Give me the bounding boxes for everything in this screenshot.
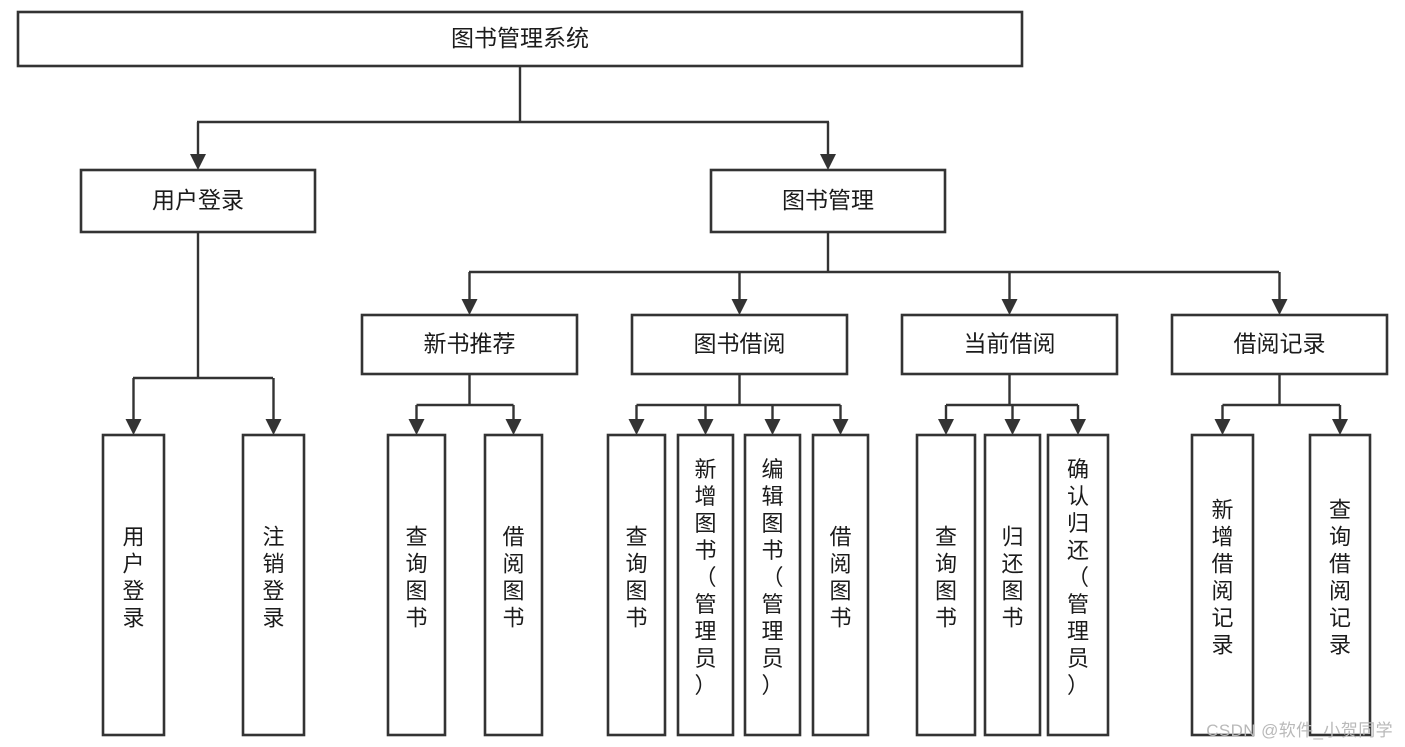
node-leaf-query-book-1[interactable]: 查询图书 [386,433,447,737]
node-leaf-user-login-box [101,433,166,737]
edge-leaf-query-book-2-arrowhead [628,419,645,435]
node-root-system-label: 图书管理系统 [451,25,589,51]
node-leaf-query-book-3-box [915,433,977,737]
node-borrow-record-box [1170,313,1389,376]
node-leaf-add-record-box [1190,433,1255,737]
edge-layer [125,66,1348,435]
node-leaf-edit-book-box [743,433,802,737]
node-leaf-return-book[interactable]: 归还图书 [983,433,1042,737]
node-borrow-record-label: 借阅记录 [1234,331,1326,357]
edge-book-manage-to-current-borrow-arrowhead [1001,299,1018,315]
node-leaf-borrow-book-1-box [483,433,544,737]
edge-leaf-borrow-book-1-arrowhead [505,419,522,435]
watermark-text: CSDN @软件_小贺同学 [1206,721,1393,740]
node-leaf-query-book-3-label: 查询图书 [935,525,957,631]
node-root-system[interactable]: 图书管理系统 [16,10,1024,68]
edge-leaf-add-record-arrowhead [1214,419,1231,435]
node-leaf-query-book-1-label: 查询图书 [405,525,427,631]
edge-leaf-query-record-arrowhead [1332,419,1348,435]
node-leaf-user-login-label: 用户登录 [122,525,144,631]
node-leaf-confirm-return-label: 确认归还（管理员） [1067,457,1089,698]
edge-leaf-query-book-3-arrowhead [938,419,954,435]
node-leaf-add-book-box [676,433,735,737]
node-leaf-query-record-box [1308,433,1372,737]
node-user-login-box [79,168,317,234]
edge-leaf-borrow-book-2-arrowhead [832,419,849,435]
node-new-book-recommend-label: 新书推荐 [424,331,516,357]
node-leaf-query-record[interactable]: 查询借阅记录 [1308,433,1372,737]
edge-leaf-confirm-return-arrowhead [1070,419,1086,435]
node-leaf-logout-login-box [241,433,306,737]
node-new-book-recommend-box [360,313,579,376]
node-leaf-add-book-label: 新增图书（管理员） [694,457,716,698]
node-leaf-query-book-1-box [386,433,447,737]
node-leaf-borrow-book-2-label: 借阅图书 [829,525,851,631]
node-leaf-borrow-book-1-label: 借阅图书 [502,525,524,631]
edge-leaf-add-book-arrowhead [697,419,714,435]
node-leaf-logout-login-label: 注销登录 [262,525,284,631]
node-leaf-query-book-2-label: 查询图书 [625,525,647,631]
edge-leaf-edit-book-arrowhead [764,419,781,435]
node-leaf-edit-book-label: 编辑图书（管理员） [761,457,783,698]
node-book-manage-label: 图书管理 [782,187,874,213]
node-book-borrow-label: 图书借阅 [694,331,786,357]
node-leaf-return-book-box [983,433,1042,737]
node-user-login-label: 用户登录 [152,187,244,213]
node-leaf-add-record-label: 新增借阅记录 [1211,498,1233,658]
node-leaf-user-login[interactable]: 用户登录 [101,433,166,737]
node-leaf-query-record-label: 查询借阅记录 [1329,498,1351,658]
edge-leaf-query-book-1-arrowhead [408,419,425,435]
node-book-manage[interactable]: 图书管理 [709,168,947,234]
node-leaf-borrow-book-2-box [811,433,870,737]
edge-leaf-return-book-arrowhead [1004,419,1021,435]
node-borrow-record[interactable]: 借阅记录 [1170,313,1389,376]
node-leaf-add-record[interactable]: 新增借阅记录 [1190,433,1255,737]
edge-leaf-logout-login-arrowhead [265,419,282,435]
edge-book-manage-to-book-borrow-arrowhead [731,299,748,315]
node-book-manage-box [709,168,947,234]
node-leaf-query-book-2-box [606,433,667,737]
node-leaf-add-book[interactable]: 新增图书（管理员） [676,433,735,737]
node-current-borrow-box [900,313,1119,376]
node-layer: 图书管理系统用户登录图书管理新书推荐图书借阅当前借阅借阅记录用户登录注销登录查询… [16,10,1389,737]
node-current-borrow-label: 当前借阅 [964,331,1056,357]
node-leaf-logout-login[interactable]: 注销登录 [241,433,306,737]
node-leaf-query-book-2[interactable]: 查询图书 [606,433,667,737]
node-leaf-borrow-book-1[interactable]: 借阅图书 [483,433,544,737]
node-user-login[interactable]: 用户登录 [79,168,317,234]
node-leaf-return-book-label: 归还图书 [1001,525,1023,631]
edge-book-manage-to-borrow-record-arrowhead [1271,299,1288,315]
node-root-system-box [16,10,1024,68]
node-leaf-borrow-book-2[interactable]: 借阅图书 [811,433,870,737]
node-book-borrow[interactable]: 图书借阅 [630,313,849,376]
edge-root-to-book-manage-arrowhead [820,154,836,170]
node-leaf-confirm-return-box [1046,433,1110,737]
node-new-book-recommend[interactable]: 新书推荐 [360,313,579,376]
edge-leaf-user-login-arrowhead [125,419,142,435]
edge-book-manage-to-new-book-recommend-arrowhead [461,299,478,315]
node-current-borrow[interactable]: 当前借阅 [900,313,1119,376]
node-leaf-confirm-return[interactable]: 确认归还（管理员） [1046,433,1110,737]
node-leaf-edit-book[interactable]: 编辑图书（管理员） [743,433,802,737]
node-book-borrow-box [630,313,849,376]
edge-root-to-user-login-arrowhead [190,154,206,170]
node-leaf-query-book-3[interactable]: 查询图书 [915,433,977,737]
